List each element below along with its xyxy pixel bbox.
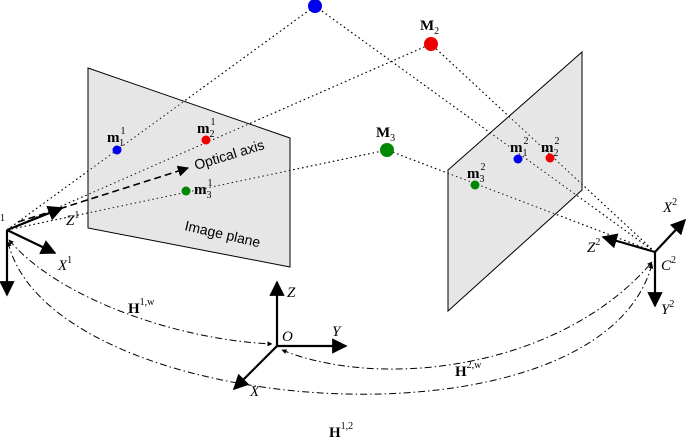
camera2-c-label: C2 [661, 255, 676, 274]
world-point-3 [380, 143, 394, 157]
optical-axis-arrow [17, 165, 190, 223]
camera2-y-label: Y2 [661, 299, 674, 318]
projection-rays-front [6, 5, 656, 253]
image1-point-1 [112, 145, 122, 155]
world-x-label: X [249, 384, 260, 400]
camera1-z-label: Z1 [66, 210, 79, 229]
world-z-label: Z [287, 285, 296, 301]
image1-point-2 [201, 135, 211, 145]
image2-point-1 [513, 154, 523, 164]
image2-point-2 [545, 153, 555, 163]
arc-h12 [6, 241, 654, 395]
camera2-z-label: Z2 [587, 237, 600, 256]
camera1-frame [0, 205, 64, 297]
transform-h1w-label: H1,w [128, 297, 155, 317]
camera1-x-label: X1 [57, 255, 72, 274]
world-y-label: Y [332, 324, 342, 340]
world-point-3-label: M3 [376, 125, 395, 144]
world-point-2 [424, 37, 438, 51]
image2-point-3 [470, 180, 480, 190]
image1-point-3 [181, 186, 191, 196]
world-point-2-label: M2 [420, 18, 439, 37]
world-point-1 [308, 0, 322, 13]
arc-h2w [281, 261, 653, 370]
camera1-center-label: 1 [0, 213, 5, 224]
transform-h12-label: H1,2 [329, 421, 353, 441]
transform-h2w-label: H2,w [455, 360, 482, 380]
world-origin-label: O [282, 329, 293, 345]
camera2-x-label: X2 [662, 197, 677, 216]
transform-arcs [6, 239, 654, 395]
